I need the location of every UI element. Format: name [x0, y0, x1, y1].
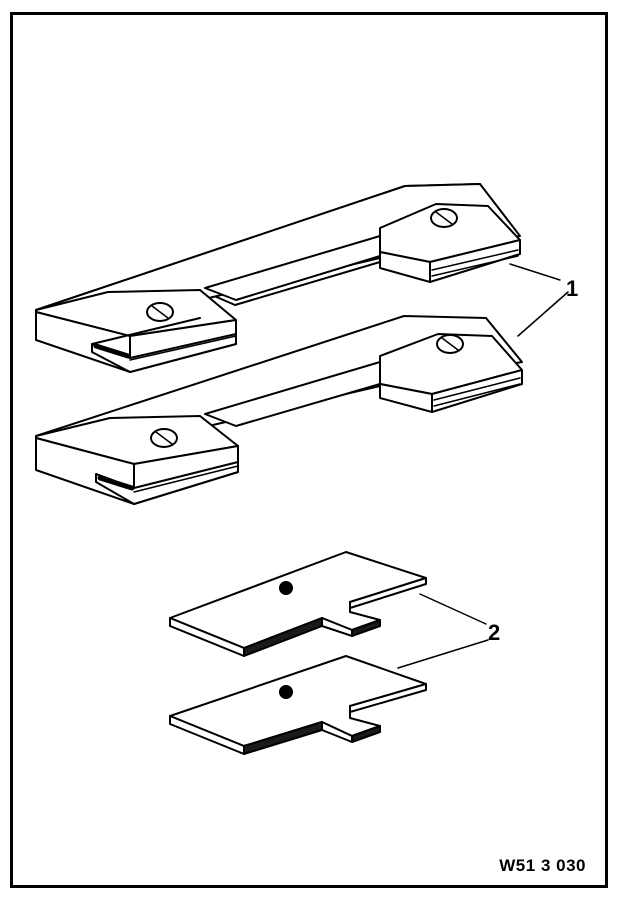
keyhole-hole	[436, 334, 464, 354]
plate-upper	[169, 551, 427, 657]
leader-line-1a	[509, 263, 561, 281]
rail-upper	[35, 183, 521, 373]
keyhole-hole	[146, 302, 174, 322]
leader-line-2b	[397, 639, 489, 669]
plate-hole	[279, 685, 293, 699]
callout-label-1: 1	[566, 276, 579, 301]
plate-lower	[169, 655, 427, 755]
rail-lower	[35, 315, 523, 505]
leader-line-1b	[517, 291, 569, 337]
plate-hole	[279, 581, 293, 595]
figure-code: W51 3 030	[499, 856, 586, 875]
keyhole-hole	[430, 208, 458, 228]
keyhole-hole	[150, 428, 178, 448]
callout-label-2: 2	[488, 620, 501, 645]
leader-line-2a	[419, 593, 487, 625]
